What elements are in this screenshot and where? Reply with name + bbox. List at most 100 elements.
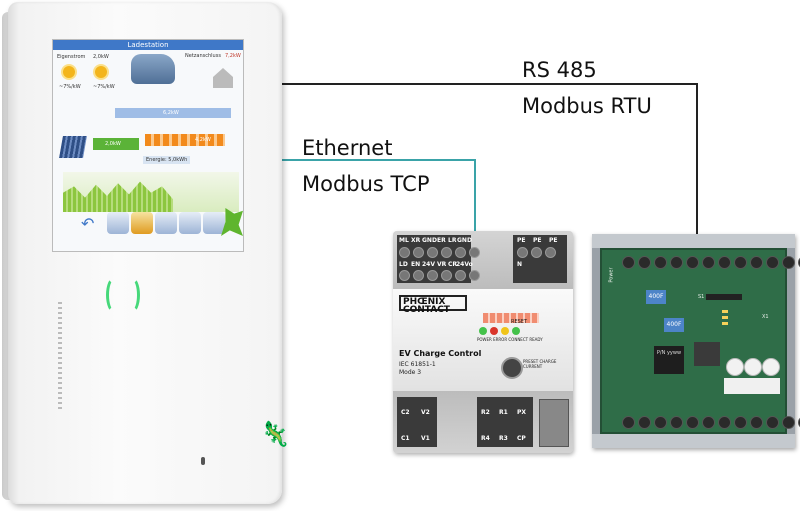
terminal [782, 416, 795, 429]
panel-screen[interactable]: Ladestation Eigenstrom 2,0kW Netzanschlu… [52, 39, 244, 252]
evc-title: EV Charge Control [399, 349, 482, 358]
panel-sensor [201, 457, 205, 465]
capacitor-1: 400F [646, 290, 666, 304]
evc-term-v2: V2 [421, 409, 430, 416]
terminal [455, 270, 466, 281]
wall-touch-panel: Ladestation Eigenstrom 2,0kW Netzanschlu… [8, 2, 290, 504]
terminal [399, 247, 410, 258]
evc-term-px: PX [517, 409, 527, 416]
evc-term-r4: R4 [481, 435, 490, 442]
terminal [455, 247, 466, 258]
terminal [702, 416, 715, 429]
terminal [766, 416, 779, 429]
back-arrow-icon[interactable]: ↶ [81, 214, 95, 233]
charge-current-dial[interactable] [501, 357, 523, 379]
house-icon [213, 68, 233, 88]
terminal [399, 270, 410, 281]
evc-term-c1: C1 [401, 435, 410, 442]
modbus-tcp-label: Modbus TCP [302, 172, 430, 196]
terminal [441, 247, 452, 258]
evc-term-r3: R3 [499, 435, 508, 442]
sun-icon-2 [95, 66, 107, 78]
terminal [782, 256, 795, 269]
panel-vent [58, 302, 62, 412]
evc-term-gnd1: GND [422, 237, 437, 244]
iom-bottom-terminals [622, 416, 800, 429]
evc-term-v1: V1 [421, 435, 430, 442]
power-bar-grid: 4,2kW [145, 134, 225, 146]
evc-term-gnd2: GND [457, 237, 472, 244]
terminal [718, 256, 731, 269]
din-rail-bottom [592, 434, 795, 448]
evc-term-n: N [517, 261, 523, 268]
evc-term-lr: LR [448, 237, 457, 244]
header-connector[interactable] [706, 294, 742, 300]
terminal [413, 270, 424, 281]
iom-top-terminals [622, 256, 800, 269]
terminal [654, 256, 667, 269]
terminal [413, 247, 424, 258]
terminal [718, 416, 731, 429]
connect-led [501, 327, 509, 335]
evc-top-left-terminals-row2 [399, 270, 480, 281]
meter-dock-icon[interactable] [179, 212, 201, 234]
screen-left-label: Eigenstrom [57, 54, 86, 60]
silk-s1-label: S1 [698, 294, 705, 300]
evc-reset-label: RESET [511, 319, 528, 325]
terminal [441, 270, 452, 281]
evc-term-pe1: PE [517, 237, 526, 244]
bar-left-value: 2,0kW [105, 141, 121, 147]
led-array [722, 310, 728, 328]
evc-mode: Mode 3 [399, 369, 422, 376]
evc-dial-label: PRESET CHARGE CURRENT [523, 359, 557, 369]
status-led-icon [106, 277, 140, 313]
power-led [479, 327, 487, 335]
evc-term-ld: LD [399, 261, 408, 268]
power-bar-total: 6,2kW [115, 108, 231, 118]
evc-term-cp: CP [517, 435, 526, 442]
car-dock-icon[interactable] [107, 212, 129, 234]
evc-term-er: ER [437, 237, 446, 244]
terminal [766, 256, 779, 269]
gecko-logo-icon: 🦎 [260, 420, 290, 448]
terminal [670, 256, 683, 269]
ethernet-label: Ethernet [302, 136, 393, 160]
evc-bottom-right-block [477, 397, 533, 447]
evc-bottom-terminals: C2 V2 C1 V1 R2 R1 PX R4 R3 CP [393, 391, 573, 453]
screen-temp-2: ~7%/kW [93, 84, 115, 90]
evc-ethernet-port[interactable] [539, 399, 569, 447]
evc-term-xr: XR [411, 237, 421, 244]
screen-title: Ladestation [53, 40, 243, 50]
chart-dock-icon[interactable] [155, 212, 177, 234]
sun-icon [63, 66, 75, 78]
evc-term-en: EN [411, 261, 421, 268]
terminal [427, 247, 438, 258]
electrolytic-cap [744, 358, 762, 376]
bar-right-value: 4,2kW [195, 137, 211, 143]
din-rail-top [592, 234, 795, 248]
evc-term-c2: C2 [401, 409, 410, 416]
terminal [750, 256, 763, 269]
gecko-icon [221, 208, 243, 236]
relay-bank [724, 378, 780, 394]
ready-led [512, 327, 520, 335]
evc-top-right-block [513, 235, 567, 283]
rs485-connection-line [258, 83, 698, 85]
ev-charge-controller: ML XR GND ER LR GND LD EN 24V VR CR 24Vo… [393, 231, 573, 453]
terminal [469, 247, 480, 258]
terminal [750, 416, 763, 429]
energy-caption: Energie: 5,0kWh [143, 156, 191, 164]
transformer [694, 342, 720, 366]
led-arc-left [106, 277, 122, 313]
silk-x1-label: X1 [762, 314, 769, 320]
rs485-connection-drop [696, 83, 698, 240]
capacitor-2: 400F [664, 318, 684, 332]
evc-led-labels: POWER ERROR CONNECT READY [477, 337, 543, 342]
evc-dip-switches[interactable] [483, 313, 539, 323]
evc-term-24vo: 24Vo [456, 261, 473, 268]
silk-power-label: Power [608, 267, 615, 283]
info-dock-icon[interactable] [203, 212, 225, 234]
terminal [654, 416, 667, 429]
screen-temp-1: ~7%/kW [59, 84, 81, 90]
settings-dock-icon[interactable] [131, 212, 153, 234]
